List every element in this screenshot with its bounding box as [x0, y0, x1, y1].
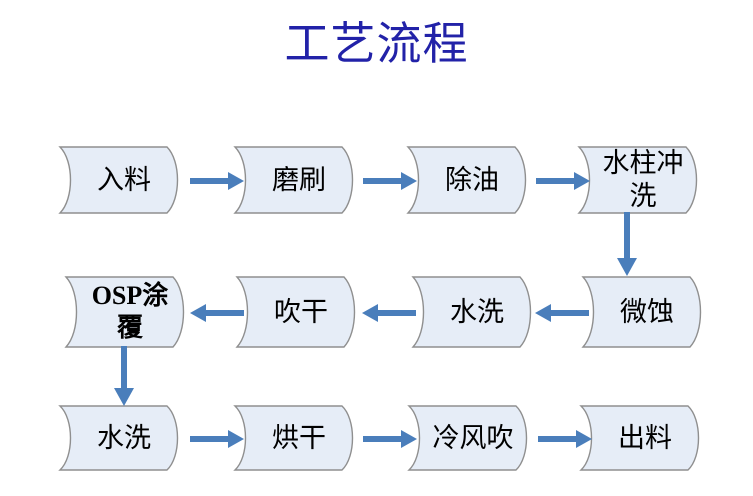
flow-node-out-feed[interactable]: 出料: [578, 404, 712, 472]
connector-arrow-grind-brush-to-degrease: [363, 170, 419, 192]
flow-node-cold-air-blow[interactable]: 冷风吹: [406, 404, 540, 472]
tape-shape: [581, 276, 702, 348]
flow-node-label: 水洗: [97, 422, 151, 453]
flow-node-water-jet-rinse[interactable]: 水柱冲 洗: [576, 145, 710, 215]
connector-arrow-degrease-to-water-jet-rinse: [536, 170, 592, 192]
connector-arrow-osp-coating-to-water-wash-3: [113, 346, 137, 408]
connector-arrow-water-jet-rinse-to-micro-etch: [616, 212, 640, 278]
flow-node-label: 水柱冲 洗: [602, 148, 684, 211]
flow-node-label: 冷风吹: [432, 422, 514, 453]
flow-node-label: OSP涂 覆: [91, 281, 169, 342]
flow-node-label: 吹干: [274, 296, 328, 327]
tape-shape: [64, 276, 185, 348]
flow-node-label: 除油: [445, 164, 499, 195]
flow-node-blow-dry[interactable]: 吹干: [234, 275, 368, 349]
connector-arrow-micro-etch-to-water-wash-2: [533, 302, 589, 324]
flow-node-label: 微蚀: [620, 296, 674, 327]
tape-shape: [233, 405, 354, 471]
tape-shape: [411, 276, 532, 348]
flow-node-label: 磨刷: [272, 164, 326, 195]
flow-node-label: 烘干: [272, 422, 326, 453]
flow-node-water-wash-3[interactable]: 水洗: [57, 404, 191, 472]
tape-shape: [233, 146, 354, 214]
flow-node-grind-brush[interactable]: 磨刷: [232, 145, 366, 215]
connector-arrow-cold-air-blow-to-out-feed: [538, 428, 594, 450]
tape-shape: [58, 405, 179, 471]
tape-shape: [577, 146, 698, 214]
tape-shape: [407, 405, 528, 471]
connector-arrow-bake-dry-to-cold-air-blow: [363, 428, 419, 450]
connector-arrow-water-wash-3-to-bake-dry: [190, 428, 246, 450]
tape-shape: [58, 146, 179, 214]
flow-node-osp-coating[interactable]: OSP涂 覆: [63, 275, 197, 349]
tape-shape: [235, 276, 356, 348]
page-title: 工艺流程: [284, 19, 469, 69]
flow-node-label: 水洗: [450, 296, 504, 327]
flow-node-micro-etch[interactable]: 微蚀: [580, 275, 714, 349]
connector-arrow-blow-dry-to-osp-coating: [188, 302, 244, 324]
flow-node-degrease[interactable]: 除油: [405, 145, 539, 215]
flow-node-label: 入料: [97, 164, 151, 195]
flow-node-water-wash-2[interactable]: 水洗: [410, 275, 544, 349]
flow-node-in-feed[interactable]: 入料: [57, 145, 191, 215]
flow-node-bake-dry[interactable]: 烘干: [232, 404, 366, 472]
flow-node-label: 出料: [618, 422, 672, 453]
connector-arrow-water-wash-2-to-blow-dry: [360, 302, 416, 324]
connector-arrow-in-feed-to-grind-brush: [190, 170, 246, 192]
tape-shape: [579, 405, 700, 471]
tape-shape: [406, 146, 527, 214]
